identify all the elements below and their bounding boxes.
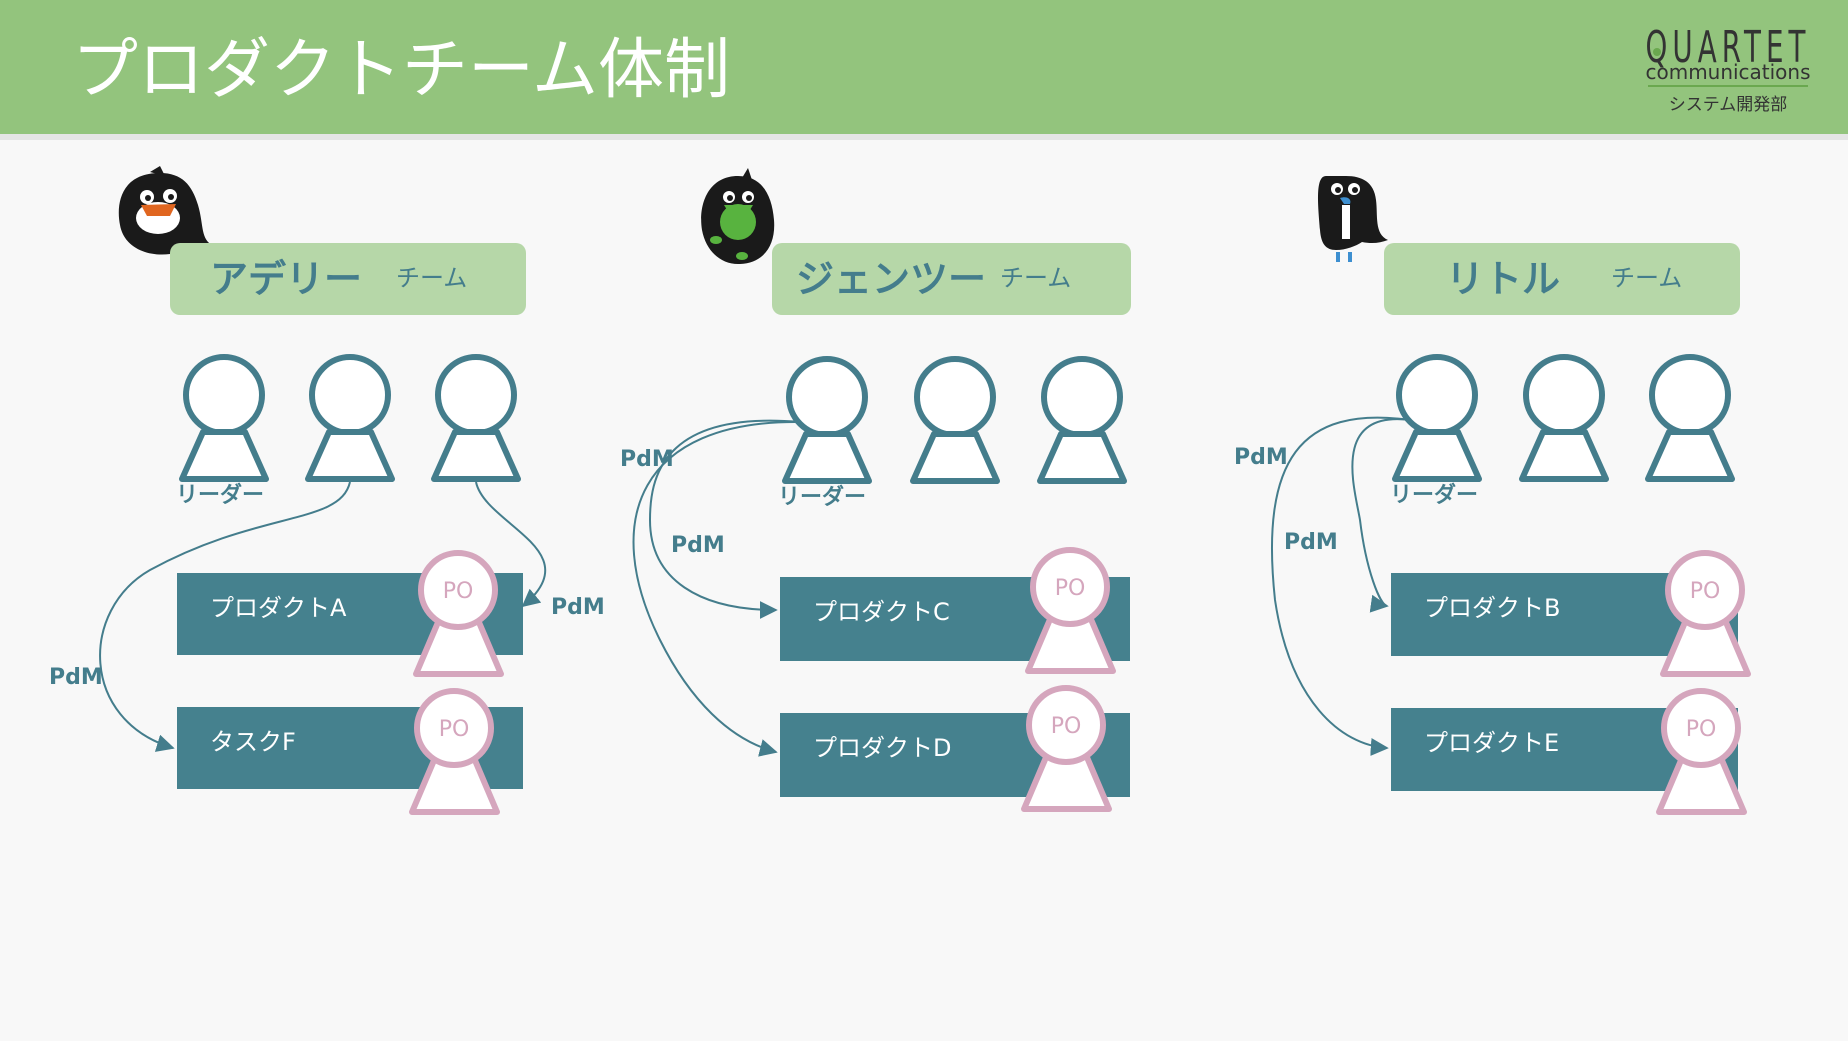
pdm-label: PdM [551, 595, 605, 620]
pdm-arrow-adelie-2 [475, 481, 547, 608]
pdm-arrow-little-2 [1271, 416, 1411, 756]
pdm-arrow-gentoo-1 [648, 419, 801, 619]
po-label: PO [1055, 576, 1086, 601]
team-suffix-gentoo: チーム [1000, 264, 1071, 292]
po-little-1: PO [1660, 550, 1751, 677]
product-name-adelie-1: プロダクトA [210, 594, 347, 622]
team-name-adelie: アデリー [210, 257, 362, 301]
pdm-label: PdM [620, 447, 674, 472]
product-name-adelie-2: タスクF [210, 728, 296, 756]
company-logo: QUARTET communications システム開発部 [1646, 22, 1811, 115]
pdm-arrow-adelie-1 [99, 481, 351, 752]
po-gentoo-1: PO [1025, 547, 1116, 674]
member-adelie-leader [179, 354, 269, 482]
po-label: PO [443, 579, 474, 604]
logo-wordmark: QUARTET [1646, 22, 1811, 73]
logo-subwordmark: communications [1646, 60, 1811, 84]
header-band [0, 0, 1848, 134]
po-adelie-1: PO [413, 550, 504, 677]
po-label: PO [439, 717, 470, 742]
po-label: PO [1690, 579, 1721, 604]
leader-label-gentoo: リーダー [778, 484, 866, 510]
logo-department: システム開発部 [1669, 95, 1788, 115]
team-label-little [1384, 243, 1740, 315]
po-label: PO [1051, 714, 1082, 739]
product-name-little-2: プロダクトE [1424, 729, 1559, 757]
pdm-arrow-gentoo-2 [632, 420, 801, 757]
member-gentoo-leader [782, 356, 872, 484]
member-gentoo-2 [910, 356, 1000, 484]
po-label: PO [1686, 717, 1717, 742]
gentoo-penguin-icon [701, 168, 775, 265]
leader-label-little: リーダー [1390, 482, 1478, 508]
team-label-gentoo [772, 243, 1131, 315]
leader-label-adelie: リーダー [176, 482, 264, 508]
pdm-label: PdM [671, 533, 725, 558]
pdm-label: PdM [1234, 445, 1288, 470]
team-adelie: アデリー チーム リーダー プロダクトA タスクF PO PO PdM PdM [49, 166, 605, 815]
team-label-adelie [170, 243, 526, 315]
team-little: リトル チーム リーダー プロダクトB プロダクトE PO PO PdM PdM [1234, 176, 1751, 815]
po-gentoo-2: PO [1021, 685, 1112, 812]
product-name-little-1: プロダクトB [1424, 594, 1560, 622]
team-gentoo: ジェンツー チーム リーダー プロダクトC プロダクトD PO PO PdM P… [620, 168, 1131, 812]
member-little-leader [1392, 354, 1482, 482]
team-suffix-little: チーム [1611, 264, 1682, 292]
member-adelie-3 [431, 354, 521, 482]
adelie-penguin-icon [118, 166, 214, 255]
team-name-little: リトル [1446, 257, 1560, 301]
team-suffix-adelie: チーム [396, 264, 467, 292]
pdm-label: PdM [1284, 530, 1338, 555]
pdm-arrow-little-1 [1351, 418, 1411, 613]
slide-title: プロダクトチーム体制 [72, 31, 730, 108]
product-name-gentoo-2: プロダクトD [813, 734, 951, 762]
member-little-2 [1519, 354, 1609, 482]
member-adelie-2 [305, 354, 395, 482]
po-adelie-2: PO [409, 688, 500, 815]
member-gentoo-3 [1037, 356, 1127, 484]
po-little-2: PO [1656, 688, 1747, 815]
pdm-label: PdM [49, 665, 103, 690]
little-penguin-icon [1318, 176, 1388, 262]
team-name-gentoo: ジェンツー [796, 257, 986, 301]
member-little-3 [1645, 354, 1735, 482]
logo-dot-icon [1653, 48, 1661, 56]
product-name-gentoo-1: プロダクトC [813, 598, 950, 626]
